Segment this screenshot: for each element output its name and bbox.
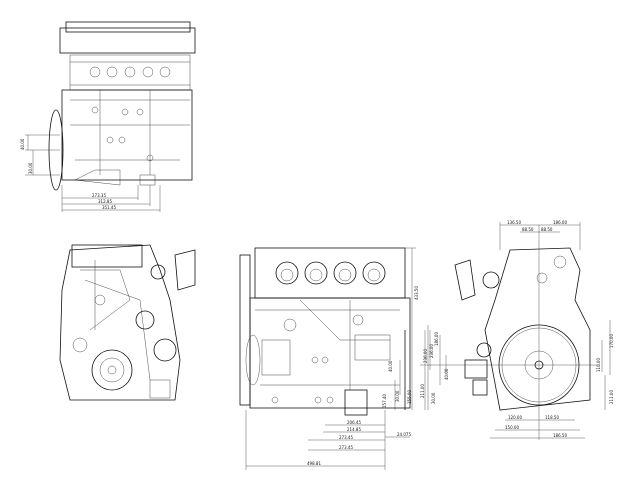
dim-label: 30.00 xyxy=(431,392,436,404)
dim-label: 30.00 xyxy=(395,390,400,402)
dim-label: 155.00 xyxy=(407,390,412,404)
dim-label: 236.00 xyxy=(423,349,428,363)
dim-label: 236.00 xyxy=(429,344,434,358)
dim-label: 118.50 xyxy=(545,415,559,420)
dim-label: 273.45 xyxy=(339,445,353,450)
dim-label: 40.00 xyxy=(388,360,393,372)
dim-label: 110.00 xyxy=(596,358,601,372)
dim-label: 211.00 xyxy=(420,384,425,398)
dim-label: 186.00 xyxy=(434,332,439,346)
engine-view-side: 206.45 214.85 273.45 273.45 498.81 24.07… xyxy=(239,247,434,470)
dim-label: 273.45 xyxy=(339,435,353,440)
dim-label: 40.00 xyxy=(444,368,449,380)
dim-label: 206.45 xyxy=(347,420,361,425)
dim-label: 312.85 xyxy=(98,199,112,204)
dim-label: 136.50 xyxy=(507,220,521,225)
dim-label: 24.075 xyxy=(397,432,411,437)
engine-view-top: 273.35 312.85 351.45 40.00 30.00 xyxy=(20,21,196,212)
dim-label: 498.81 xyxy=(307,461,321,466)
dim-label: 211.00 xyxy=(609,390,614,404)
dim-label: 214.85 xyxy=(347,427,361,432)
dim-label: 88.50 xyxy=(541,227,553,232)
dim-label: 433.50 xyxy=(414,286,419,300)
dim-label: 186.50 xyxy=(553,433,567,438)
engine-view-rear: 136.50 186.00 88.50 88.50 120.00 118.50 … xyxy=(420,220,614,440)
dim-label: 170.00 xyxy=(609,334,614,348)
dim-label: 157.40 xyxy=(382,394,387,408)
dim-label: 150.00 xyxy=(505,425,519,430)
dim-label: 351.45 xyxy=(102,205,116,210)
dim-label: 40.00 xyxy=(20,138,25,150)
dim-label: 120.00 xyxy=(508,415,522,420)
dim-label: 30.00 xyxy=(28,162,33,174)
dim-label: 88.50 xyxy=(522,227,534,232)
dim-label: 186.00 xyxy=(553,220,567,225)
dim-label: 273.35 xyxy=(92,193,106,198)
engine-view-front xyxy=(59,244,196,401)
